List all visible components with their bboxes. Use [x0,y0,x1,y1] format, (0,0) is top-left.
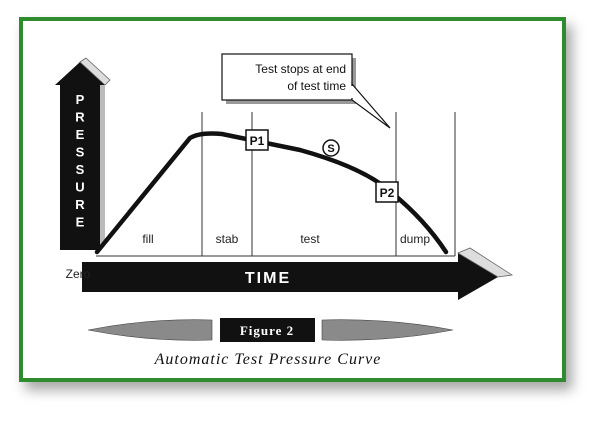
callout-line-2: of test time [287,79,346,93]
time-axis-label: TIME [245,270,291,287]
pressure-curve [94,131,449,255]
callout-box: Test stops at end of test time [221,53,391,129]
phase-label-stab: stab [216,232,239,246]
phase-label-dump: dump [400,232,430,246]
svg-text:P2: P2 [380,186,395,200]
p1-marker: P1 [245,129,269,151]
time-axis-arrow [82,247,514,300]
s-marker: S [322,139,340,157]
p2-marker: P2 [375,181,399,203]
origin-label: Zero [66,267,91,281]
figure-label-bar: Figure 2 [87,318,454,342]
svg-text:P1: P1 [250,134,265,148]
pressure-axis-arrow [55,57,111,250]
figure-caption: Automatic Test Pressure Curve [154,351,382,368]
figure-label: Figure 2 [240,323,294,338]
phase-label-test: test [300,232,320,246]
svg-text:S: S [327,143,334,155]
phase-label-fill: fill [142,232,153,246]
callout-line-1: Test stops at end [255,62,346,76]
